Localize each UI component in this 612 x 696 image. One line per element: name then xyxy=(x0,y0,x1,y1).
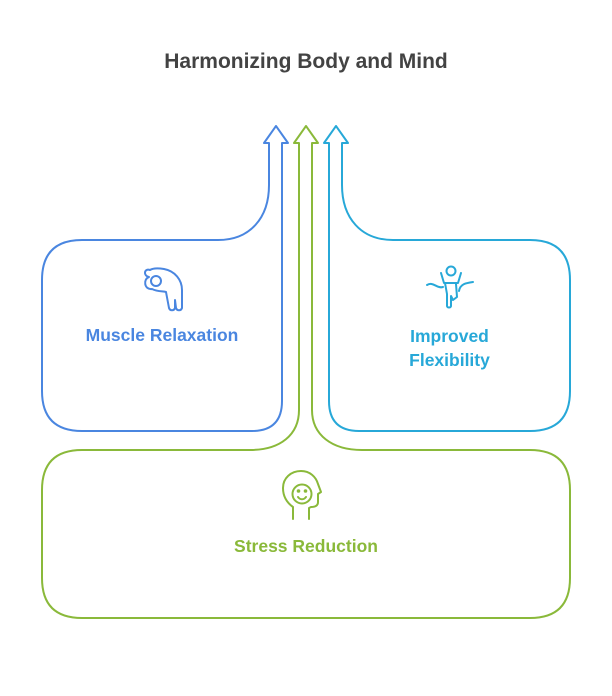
improved-flexibility-label-line2: Flexibility xyxy=(409,350,490,370)
muscle-relaxation-shape xyxy=(41,125,289,432)
smiling-head-icon xyxy=(282,470,322,520)
stress-reduction-shape xyxy=(41,125,571,619)
improved-flexibility-label-line1: Improved xyxy=(410,326,489,346)
improved-flexibility-shape xyxy=(323,125,571,432)
muscle-relaxation-label: Muscle Relaxation xyxy=(85,325,239,345)
finish-line-runner-icon xyxy=(426,265,474,309)
diagram-title: Harmonizing Body and Mind xyxy=(164,50,448,73)
stress-reduction-label: Stress Reduction xyxy=(234,536,378,556)
hand-ok-icon xyxy=(144,267,183,312)
improved-flexibility-label: Improved Flexibility xyxy=(329,324,570,372)
